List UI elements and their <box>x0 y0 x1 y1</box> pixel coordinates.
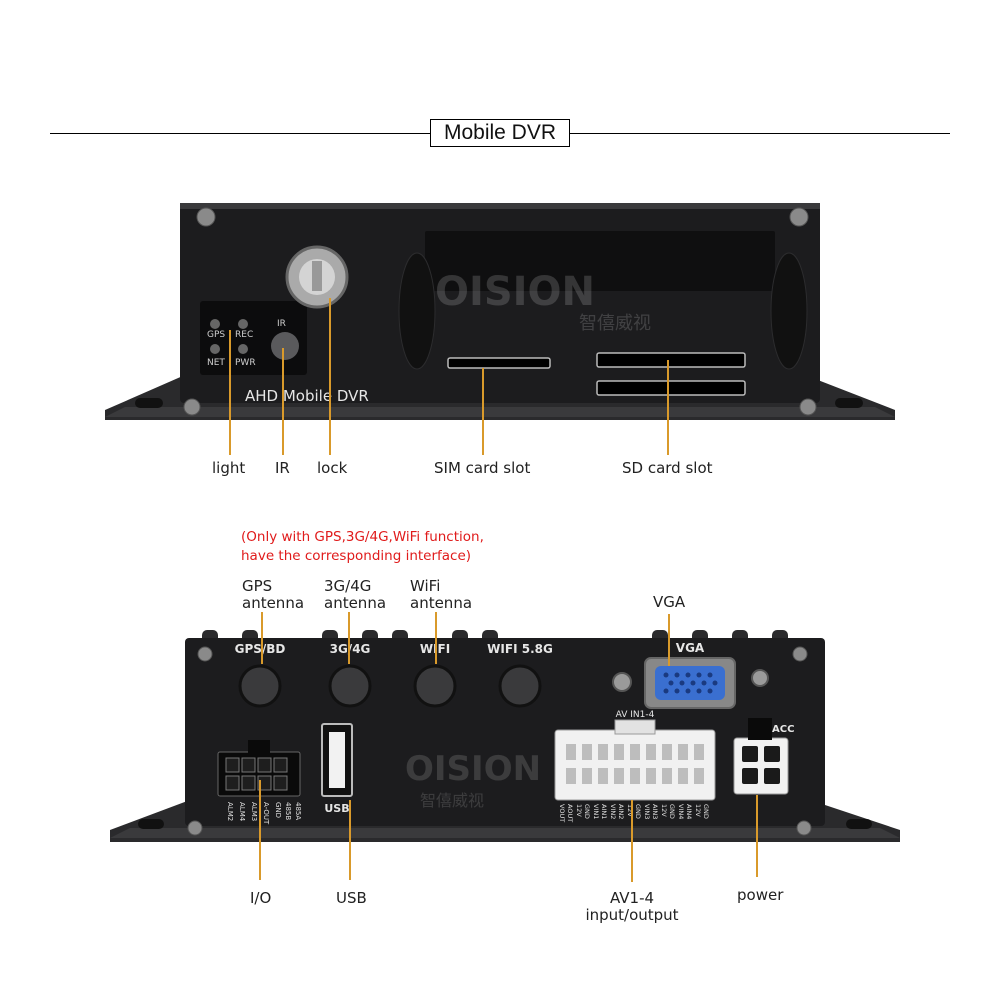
screw-icon <box>196 207 216 227</box>
av-pin-label: AIN3 <box>651 804 659 819</box>
watermark-sub: 智僖威视 <box>420 791 484 810</box>
watermark-logo: OISION <box>405 749 541 789</box>
label-usb: USB <box>336 889 367 907</box>
ir-mark: IR <box>277 319 286 329</box>
callout-line-vga <box>668 614 670 666</box>
wifi-antenna-connector <box>413 664 457 708</box>
wifi58-antenna-connector <box>498 664 542 708</box>
label-vga: VGA <box>653 593 686 611</box>
antenna-mark-3g4g: 3G/4G <box>330 642 371 656</box>
led-gps: GPS <box>207 330 225 340</box>
av-pin-label: 12V <box>694 804 702 817</box>
watermark-sub: 智僖威视 <box>579 313 651 334</box>
led-pwr: PWR <box>235 358 256 368</box>
screw-icon <box>197 646 213 662</box>
av-pin-label: GND <box>583 804 591 819</box>
av-pin-label: AIN2 <box>617 804 625 819</box>
av-pin-label: VIN1 <box>592 804 600 819</box>
vga-mark: VGA <box>676 641 705 655</box>
av-pin-label: 12V <box>626 804 634 817</box>
callout-line-ir <box>282 348 284 455</box>
io-pin-label: ALM4 <box>238 802 246 822</box>
label-io: I/O <box>250 889 272 907</box>
led-rec: REC <box>235 330 253 340</box>
screw-icon <box>799 398 817 416</box>
page-title: Mobile DVR <box>430 119 570 147</box>
screw-icon <box>792 646 808 662</box>
antenna-mark-gps: GPS/BD <box>235 642 286 656</box>
callout-line-3g4g <box>348 612 350 664</box>
io-pin-label: GND <box>274 802 282 818</box>
label-av: AV1-4 input/output <box>585 889 679 924</box>
title-rule-right <box>570 133 950 134</box>
acc-mark: ACC <box>772 724 794 735</box>
av-pin-label: GND <box>702 804 710 819</box>
av-pin-label: GND <box>634 804 642 819</box>
power-connector <box>733 737 789 795</box>
label-ir: IR <box>275 459 290 477</box>
screw-icon <box>796 820 812 836</box>
callout-line-gps <box>261 612 263 664</box>
callout-line-usb <box>349 800 351 880</box>
av-pin-label: AIN1 <box>600 804 608 819</box>
availability-note: (Only with GPS,3G/4G,WiFi function, have… <box>241 528 484 566</box>
label-sim-slot: SIM card slot <box>434 459 531 477</box>
front-panel-device: AHD Mobile DVR OISION 智僖威视 GPS REC NET P… <box>105 203 895 420</box>
sd-slot-1 <box>596 352 746 368</box>
callout-line-io <box>259 780 261 880</box>
screw-icon <box>187 820 203 836</box>
device-label-text: AHD Mobile DVR <box>245 387 369 405</box>
io-pin-label: ALM3 <box>250 802 258 821</box>
callout-line-sim <box>482 368 484 455</box>
io-pin-label: ALM2 <box>226 802 234 821</box>
av-pin-label: 12V <box>575 804 583 817</box>
label-3g4g-antenna: 3G/4G antenna <box>324 577 387 612</box>
slot-door <box>425 231 775 291</box>
title-rule-left <box>50 133 430 134</box>
label-gps-antenna: GPS antenna <box>242 577 305 612</box>
3g4g-antenna-connector <box>328 664 372 708</box>
av-pin-label: VIN4 <box>677 804 685 819</box>
callout-line-lock <box>329 298 331 455</box>
label-sd-slot: SD card slot <box>622 459 713 477</box>
av-connector <box>554 729 716 801</box>
label-light: light <box>212 459 246 477</box>
av-pin-label: GND <box>668 804 676 819</box>
label-power: power <box>737 886 784 904</box>
led-net: NET <box>207 358 225 368</box>
label-lock: lock <box>317 459 348 477</box>
av-mark: AV IN1-4 <box>616 710 655 720</box>
sim-slot <box>447 357 551 369</box>
screw-icon <box>183 398 201 416</box>
rear-panel-device: GPS/BD 3G/4G WIFI WIFI 5.8G VGA AV IN1-4… <box>110 630 900 842</box>
callout-line-av <box>631 800 633 882</box>
io-pin-label: 485A <box>294 802 302 820</box>
usb-mark: USB <box>324 802 349 815</box>
av-pin-label: VIN2 <box>609 804 617 819</box>
av-pin-label: VOUT <box>558 804 566 822</box>
watermark-logo: OISION <box>435 269 595 315</box>
gps-antenna-connector <box>238 664 282 708</box>
callout-line-power <box>756 795 758 877</box>
screw-icon <box>789 207 809 227</box>
callout-line-light <box>229 330 231 455</box>
note-line-2: have the corresponding interface) <box>241 548 472 564</box>
io-pin-label: A-OUT <box>262 802 270 825</box>
av-pin-label: 12V <box>660 804 668 817</box>
sd-slot-2 <box>596 380 746 396</box>
av-pin-label: AOUT <box>566 804 574 822</box>
av-pin-label: VIN3 <box>643 804 651 819</box>
ir-sensor <box>271 332 299 360</box>
av-pin-label: AIN4 <box>685 804 693 819</box>
callout-line-wifi <box>435 612 437 664</box>
note-line-1: (Only with GPS,3G/4G,WiFi function, <box>241 529 484 545</box>
callout-line-sd <box>667 360 669 455</box>
antenna-mark-wifi58: WIFI 5.8G <box>487 642 553 656</box>
io-pin-label: 485B <box>284 802 292 820</box>
label-wifi-antenna: WiFi antenna <box>410 577 473 612</box>
